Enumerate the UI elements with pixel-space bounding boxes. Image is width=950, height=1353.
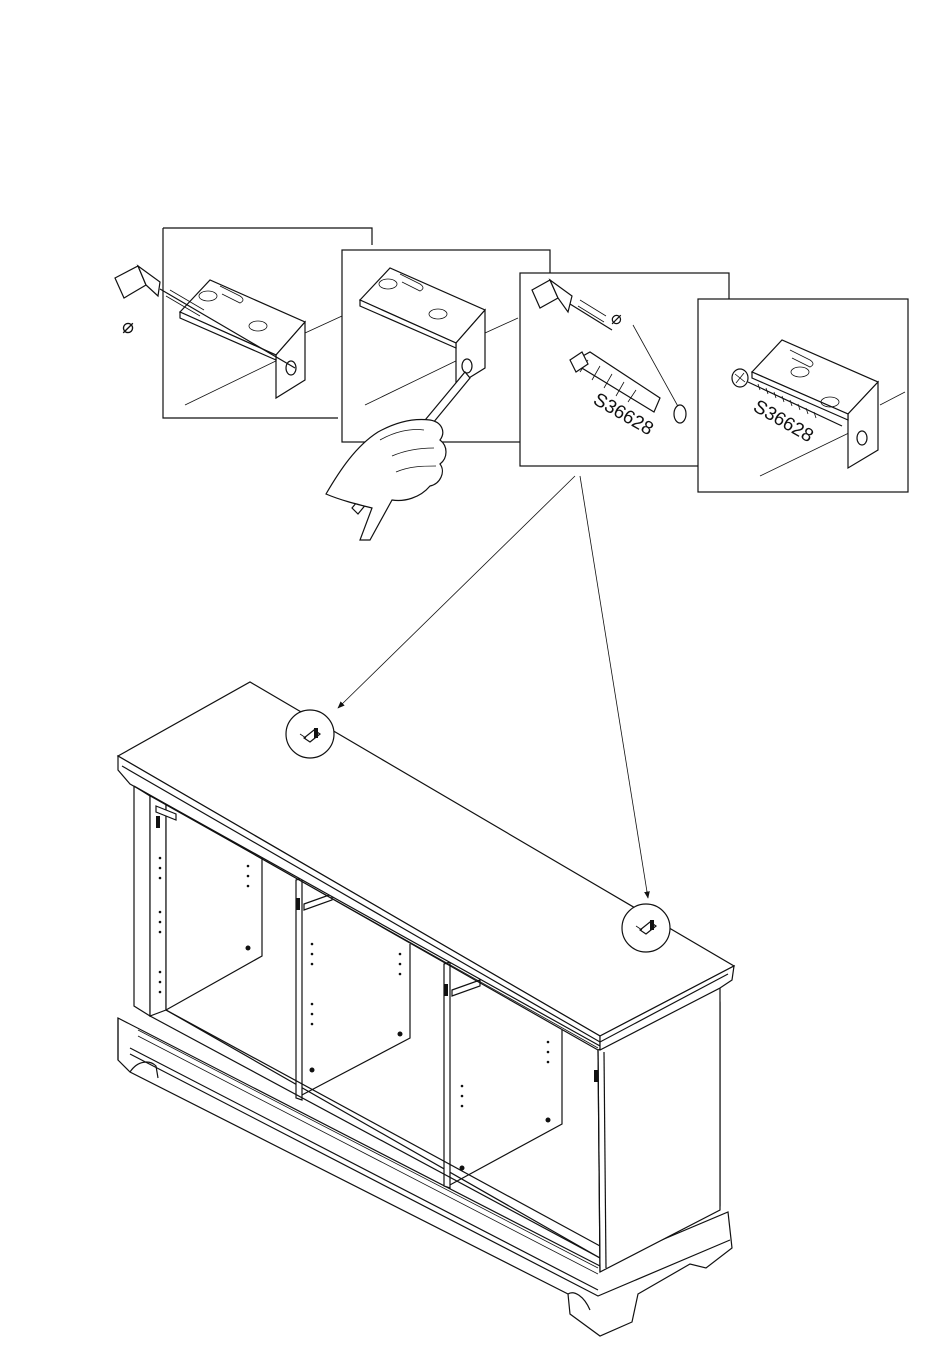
panel-mark-wall [326, 250, 550, 540]
diameter-symbol: ⌀ [122, 316, 134, 338]
bracket-callout-left [286, 710, 334, 758]
bracket-callout-right [622, 904, 670, 952]
panel-drill-bracket: ⌀ [115, 228, 372, 418]
diameter-symbol: ⌀ [611, 308, 622, 328]
wall-bracket-icon [180, 280, 305, 398]
panel-screw-bracket: S36628 [698, 299, 908, 492]
sideboard-cabinet [118, 682, 734, 1336]
callout-arrow-right-bracket [580, 476, 648, 898]
